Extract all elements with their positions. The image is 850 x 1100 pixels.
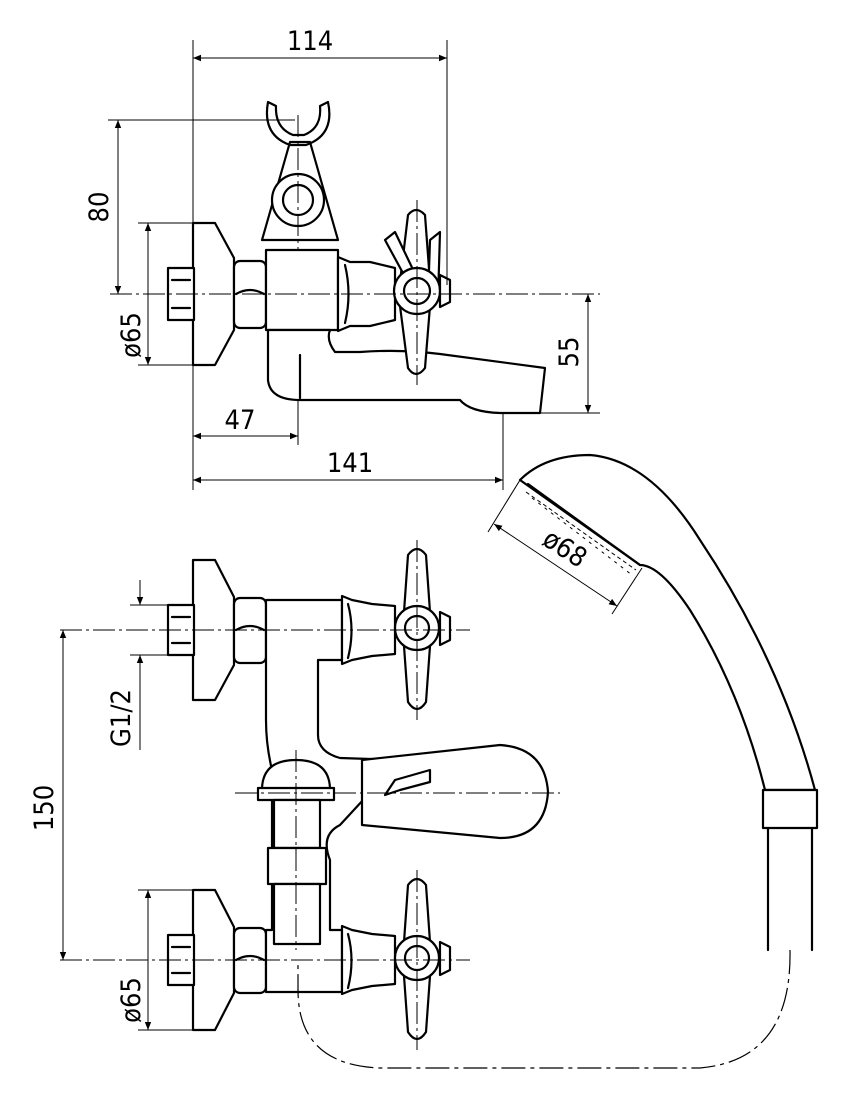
front-view bbox=[166, 547, 550, 1041]
lower-pipe bbox=[272, 882, 322, 946]
dim-141: 141 bbox=[327, 448, 373, 479]
dim-114: 114 bbox=[287, 26, 333, 57]
hose bbox=[297, 949, 791, 1069]
spout-side bbox=[266, 328, 547, 415]
dim-d65-top: ø65 bbox=[116, 312, 147, 358]
dim-150: 150 bbox=[29, 785, 60, 831]
cross-handle-upper bbox=[393, 547, 452, 711]
dim-55: 55 bbox=[554, 337, 585, 368]
hand-shower bbox=[297, 453, 819, 1069]
hose-nut bbox=[761, 788, 819, 830]
valve-sleeve-side bbox=[336, 255, 397, 333]
shower-handle bbox=[518, 453, 817, 792]
mixer-body-side bbox=[264, 248, 340, 332]
dimensions: 114 80 ø65 55 47 141 ø68 G1/2 bbox=[29, 26, 643, 1031]
dim-g12: G1/2 bbox=[106, 689, 137, 747]
spout-front bbox=[360, 743, 550, 840]
center-lines bbox=[60, 115, 600, 1050]
diverter-ring bbox=[266, 846, 328, 886]
dim-47: 47 bbox=[225, 405, 256, 436]
side-view bbox=[166, 100, 547, 415]
dim-d65-bottom: ø65 bbox=[116, 977, 147, 1023]
dim-80: 80 bbox=[84, 192, 115, 223]
dim-d68: ø68 bbox=[537, 523, 592, 574]
diverter-stem bbox=[272, 798, 322, 850]
holder-hook bbox=[265, 100, 331, 147]
cross-handle-lower bbox=[393, 877, 452, 1041]
